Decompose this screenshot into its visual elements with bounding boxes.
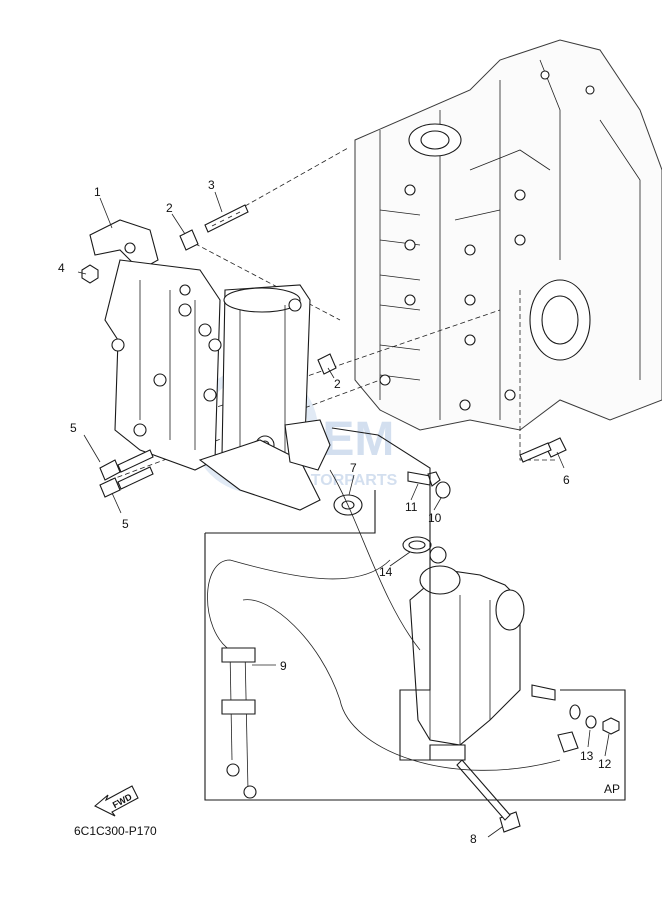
bracket-part-1 <box>89 219 221 471</box>
bolt-part-5b-head <box>99 477 121 498</box>
engine-block <box>354 39 662 431</box>
bolt-part-11 <box>407 471 431 486</box>
callout-9: 9 <box>280 659 287 673</box>
callout-5-bottom: 5 <box>122 517 129 531</box>
callout-leaders <box>77 191 610 838</box>
callout-11: 11 <box>405 500 418 514</box>
starter-motor <box>409 546 556 761</box>
callout-7: 7 <box>350 461 357 475</box>
watermark-sub: MOTORPARTS <box>285 472 398 489</box>
callout-14: 14 <box>379 565 393 579</box>
callout-5-top: 5 <box>70 421 77 435</box>
callout-10: 10 <box>428 511 442 525</box>
nut-part-4 <box>81 264 99 284</box>
collar-part-2b <box>317 353 337 375</box>
callout-12: 12 <box>598 757 612 771</box>
callout-8: 8 <box>470 832 477 846</box>
callout-labels: 1 2 3 4 2 5 5 6 7 8 9 10 11 12 13 14 <box>58 178 612 846</box>
diagram-code: 6C1C300-P170 <box>74 824 157 838</box>
callout-6: 6 <box>563 473 570 487</box>
callout-2-top: 2 <box>166 201 173 215</box>
collar-part-2a <box>179 229 199 251</box>
bolt-part-6-shank <box>519 442 552 463</box>
ap-label: AP <box>604 782 620 796</box>
nut-part-12 <box>602 717 620 735</box>
callout-13: 13 <box>580 749 594 763</box>
bolt-part-5b-shank <box>117 466 154 490</box>
small-parts <box>81 204 620 833</box>
starter-frame <box>204 427 626 801</box>
cap-part-10 <box>435 481 451 499</box>
callout-1: 1 <box>94 185 101 199</box>
stud-part-3 <box>204 204 249 233</box>
washer-part-13 <box>585 715 597 729</box>
callout-2-lower: 2 <box>334 377 341 391</box>
housing-bracket <box>198 284 331 511</box>
bolt-part-8-shank <box>456 759 511 821</box>
cables <box>207 469 561 799</box>
bolt-part-5a-head <box>99 459 121 481</box>
bolt-part-6-head <box>544 437 567 458</box>
callout-4: 4 <box>58 261 65 275</box>
callout-3: 3 <box>208 178 215 192</box>
bolt-part-5a-shank <box>117 449 154 473</box>
terminal-lead <box>557 704 581 753</box>
fwd-arrow: FWD <box>94 785 139 817</box>
